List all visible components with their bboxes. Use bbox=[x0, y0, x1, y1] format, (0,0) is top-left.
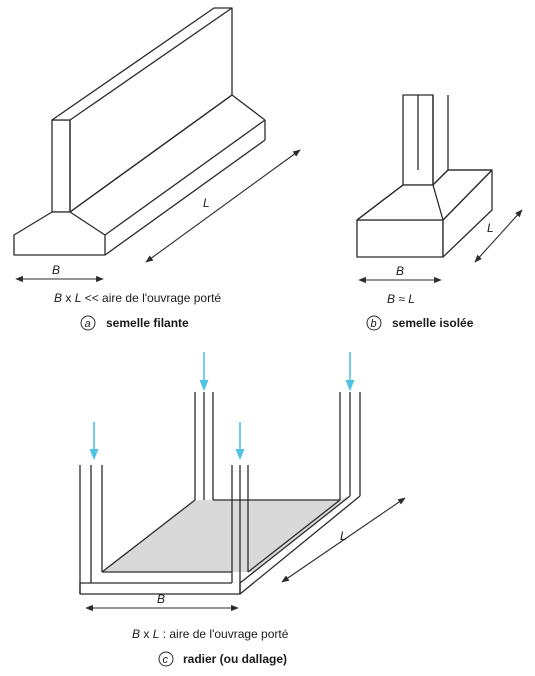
panel-a-marker bbox=[80, 315, 96, 331]
strip-width-label: B bbox=[52, 263, 60, 277]
panel-b-letter: b bbox=[371, 318, 377, 330]
strip-length-dimension bbox=[145, 149, 301, 263]
panel-b-marker bbox=[366, 315, 382, 331]
isolated-footing-drawing bbox=[356, 94, 493, 258]
isolated-length-label: L bbox=[487, 221, 494, 235]
isolated-length-dimension bbox=[474, 209, 523, 263]
raft-width-label: B bbox=[157, 592, 165, 606]
isolated-formula: B ≈ L bbox=[387, 292, 415, 306]
raft-foundation-drawing bbox=[79, 392, 361, 595]
raft-length-dimension bbox=[281, 497, 406, 583]
strip-caption: semelle filante bbox=[106, 316, 189, 330]
raft-caption: radier (ou dallage) bbox=[183, 652, 287, 666]
strip-formula: B x L << aire de l'ouvrage porté bbox=[54, 291, 221, 305]
isolated-caption: semelle isolée bbox=[392, 316, 474, 330]
panel-c-marker bbox=[158, 651, 174, 667]
raft-length-label: L bbox=[340, 529, 347, 543]
panel-a-letter: a bbox=[85, 318, 91, 330]
raft-formula: B x L : aire de l'ouvrage porté bbox=[132, 627, 289, 641]
strip-footing-drawing bbox=[13, 7, 266, 256]
isolated-width-label: B bbox=[396, 264, 404, 278]
panel-c-letter: c bbox=[163, 654, 169, 666]
strip-length-label: L bbox=[203, 196, 210, 210]
